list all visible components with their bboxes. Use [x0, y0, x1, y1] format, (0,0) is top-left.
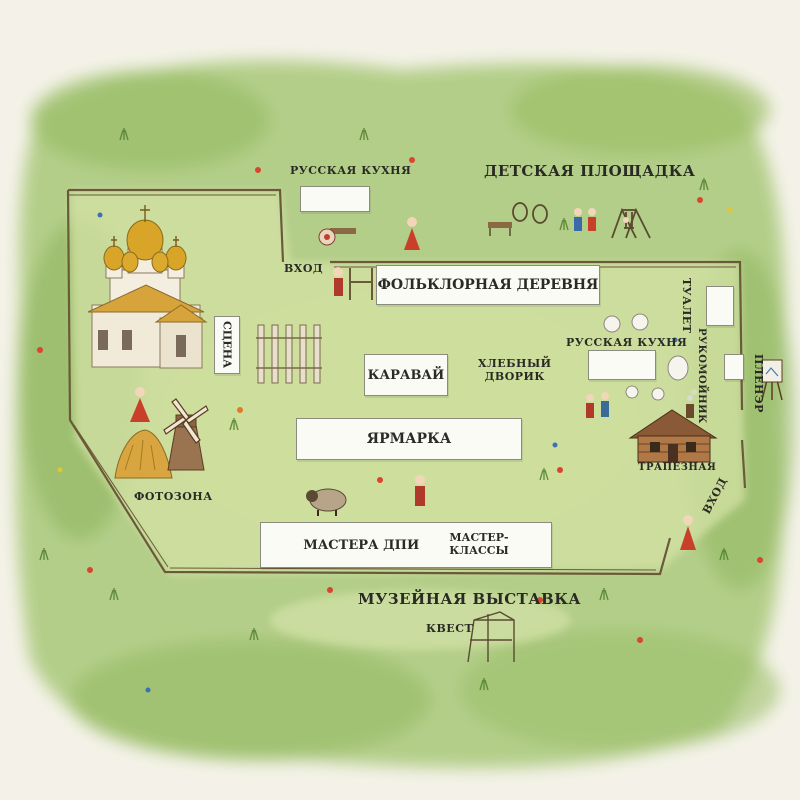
sheep-icon [306, 488, 347, 516]
label-photozone: ФОТОЗОНА [134, 490, 213, 503]
grass-tufts [39, 128, 729, 691]
swing-icon [512, 202, 651, 239]
label-entrance-top: ВХОД [284, 262, 324, 275]
person-icon [130, 208, 696, 550]
church-icon [87, 205, 208, 369]
label-kids-playground: ДЕТСКАЯ ПЛОЩАДКА [484, 162, 696, 180]
label-plein-air: ПЛЕНЭР [752, 354, 765, 413]
booth-toilet [706, 286, 734, 326]
label-refectory: ТРАПЕЗНАЯ [638, 462, 717, 473]
easel-icon [761, 359, 783, 401]
sign-crafts-masters: МАСТЕРА ДПИ МАСТЕР- КЛАССЫ [260, 522, 552, 568]
label-toilet: ТУАЛЕТ [680, 278, 693, 334]
gate [349, 268, 373, 300]
sign-karavai: КАРАВАЙ [364, 354, 448, 396]
flower-icon [37, 157, 763, 693]
booth-russian-kitchen-top [300, 186, 370, 212]
bench-icon [318, 222, 512, 246]
booth-russian-kitchen-right [588, 350, 656, 380]
label-quest: КВЕСТ [426, 622, 474, 635]
log-house-icon [628, 389, 718, 463]
label-russian-kitchen-top: РУССКАЯ КУХНЯ [290, 164, 412, 177]
label-russian-kitchen-right: РУССКАЯ КУХНЯ [566, 336, 688, 349]
label-handwashing: РУКОМОЙНИК [696, 328, 707, 424]
arch-icon [467, 611, 515, 663]
stage-barrier [256, 324, 322, 384]
haystack-icon [114, 429, 173, 479]
sign-folk-village: ФОЛЬКЛОРНАЯ ДЕРЕВНЯ [376, 265, 600, 305]
sign-stage: СЦЕНА [214, 316, 240, 374]
booth [603, 313, 689, 401]
label-masterclasses: МАСТЕР- КЛАССЫ [449, 531, 509, 557]
fence [66, 188, 747, 576]
label-crafts-masters: МАСТЕРА ДПИ [303, 537, 420, 553]
sign-fair: ЯРМАРКА [296, 418, 522, 460]
label-museum-exhibit: МУЗЕЙНАЯ ВЫСТАВКА [358, 590, 582, 608]
booth-handwashing [724, 354, 744, 380]
windmill-icon [163, 398, 209, 471]
label-bread-yard: ХЛЕБНЫЙ ДВОРИК [478, 357, 552, 383]
